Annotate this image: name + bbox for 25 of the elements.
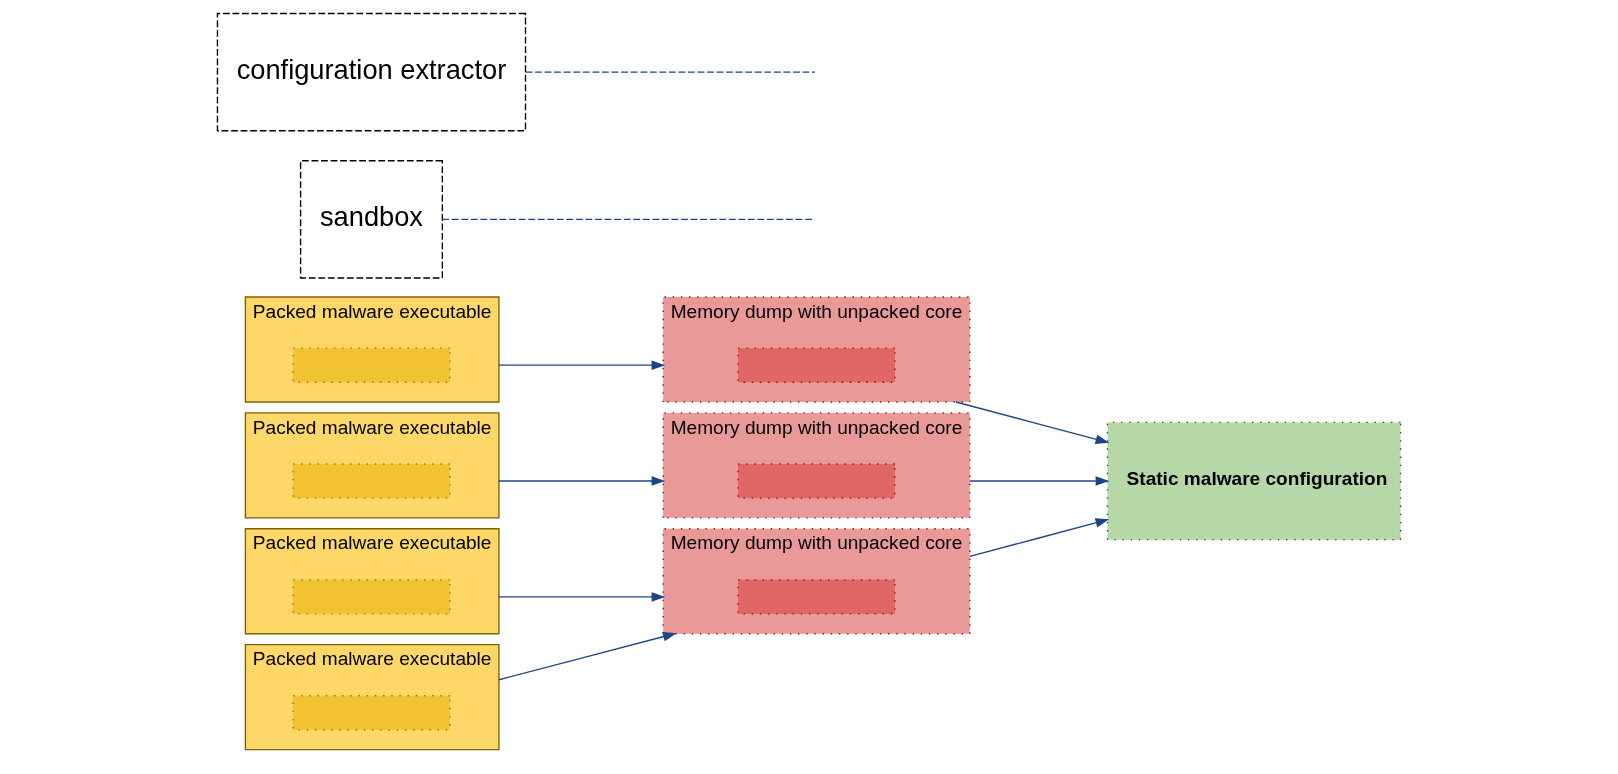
node-box xyxy=(292,579,451,615)
node-box xyxy=(292,347,451,383)
arrow xyxy=(498,632,677,681)
arrow xyxy=(969,518,1110,558)
cluster: Memory dump with unpacked core xyxy=(662,296,971,403)
node-box: sandbox xyxy=(299,160,444,279)
arrow xyxy=(498,592,666,602)
node-box: Static malware configuration xyxy=(1106,421,1402,541)
cluster: Memory dump with unpacked core xyxy=(662,412,971,519)
node-box xyxy=(292,695,451,731)
node-box xyxy=(737,579,896,615)
cluster: Memory dump with unpacked core xyxy=(662,528,971,635)
arrow xyxy=(955,401,1110,444)
arrow xyxy=(498,476,666,486)
node-box xyxy=(737,463,896,499)
node-box: configuration extractor xyxy=(216,12,527,132)
node-box xyxy=(292,463,451,499)
arrow xyxy=(498,360,666,370)
cluster: Packed malware executable xyxy=(244,528,500,635)
node-box xyxy=(737,347,896,383)
cluster: Packed malware executable xyxy=(244,643,500,751)
cluster: Packed malware executable xyxy=(244,296,500,403)
arrow xyxy=(969,476,1110,486)
cluster: Packed malware executable xyxy=(244,412,500,519)
connector xyxy=(525,71,816,73)
